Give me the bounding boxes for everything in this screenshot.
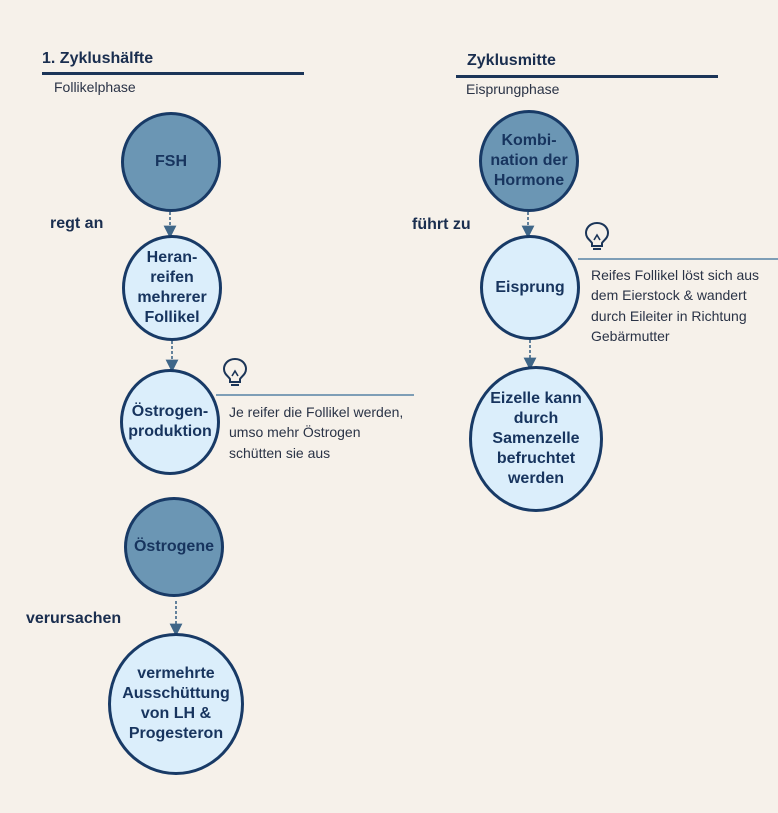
node-fsh: FSH [121,112,221,212]
node-fsh-label: FSH [155,153,187,170]
node-oestrogenproduktion: Östrogen- produktion [120,369,220,475]
right-note-text: Reifes Follikel löst sich aus dem Eierst… [591,267,760,344]
left-note-rule [216,394,414,396]
lightbulb-icon [222,357,248,386]
left-column-title: 1. Zyklushälfte [42,50,154,67]
node-kombination-label: Kombi- nation der Hormone [490,132,568,189]
node-oestrogene: Östrogene [124,497,224,597]
node-vermehrte-label: vermehrte Ausschüttung von LH & Progeste… [122,665,230,742]
node-oestrogene-label: Östrogene [133,538,214,555]
node-eizelle: Eizelle kann durch Samenzelle befruchtet… [469,366,603,512]
label-verursachen: verursachen [26,610,122,627]
lightbulb-icon [584,221,610,250]
node-eisprung-label: Eisprung [495,278,565,296]
right-column-subtitle: Eisprungphase [466,81,560,97]
left-column-subtitle: Follikelphase [54,79,136,95]
node-kombination: Kombi- nation der Hormone [479,110,579,212]
node-oestrogenproduktion-label: Östrogen- produktion [128,403,212,440]
node-heranreifen: Heran- reifen mehrerer Follikel [122,235,222,341]
right-column-title: Zyklusmitte [467,52,556,69]
node-eisprung: Eisprung [480,235,580,340]
left-note-text: Je reifer die Follikel werden, umso mehr… [229,404,404,461]
node-eizelle-label: Eizelle kann durch Samenzelle befruchtet… [490,390,582,487]
right-column-rule [456,75,718,78]
node-heranreifen-label: Heran- reifen mehrerer Follikel [137,249,207,326]
node-vermehrte-ausschuettung: vermehrte Ausschüttung von LH & Progeste… [108,633,244,775]
left-column-rule [42,72,304,75]
label-fuehrt-zu: führt zu [412,216,471,233]
label-regt-an: regt an [50,215,104,232]
right-note-rule [578,258,778,260]
